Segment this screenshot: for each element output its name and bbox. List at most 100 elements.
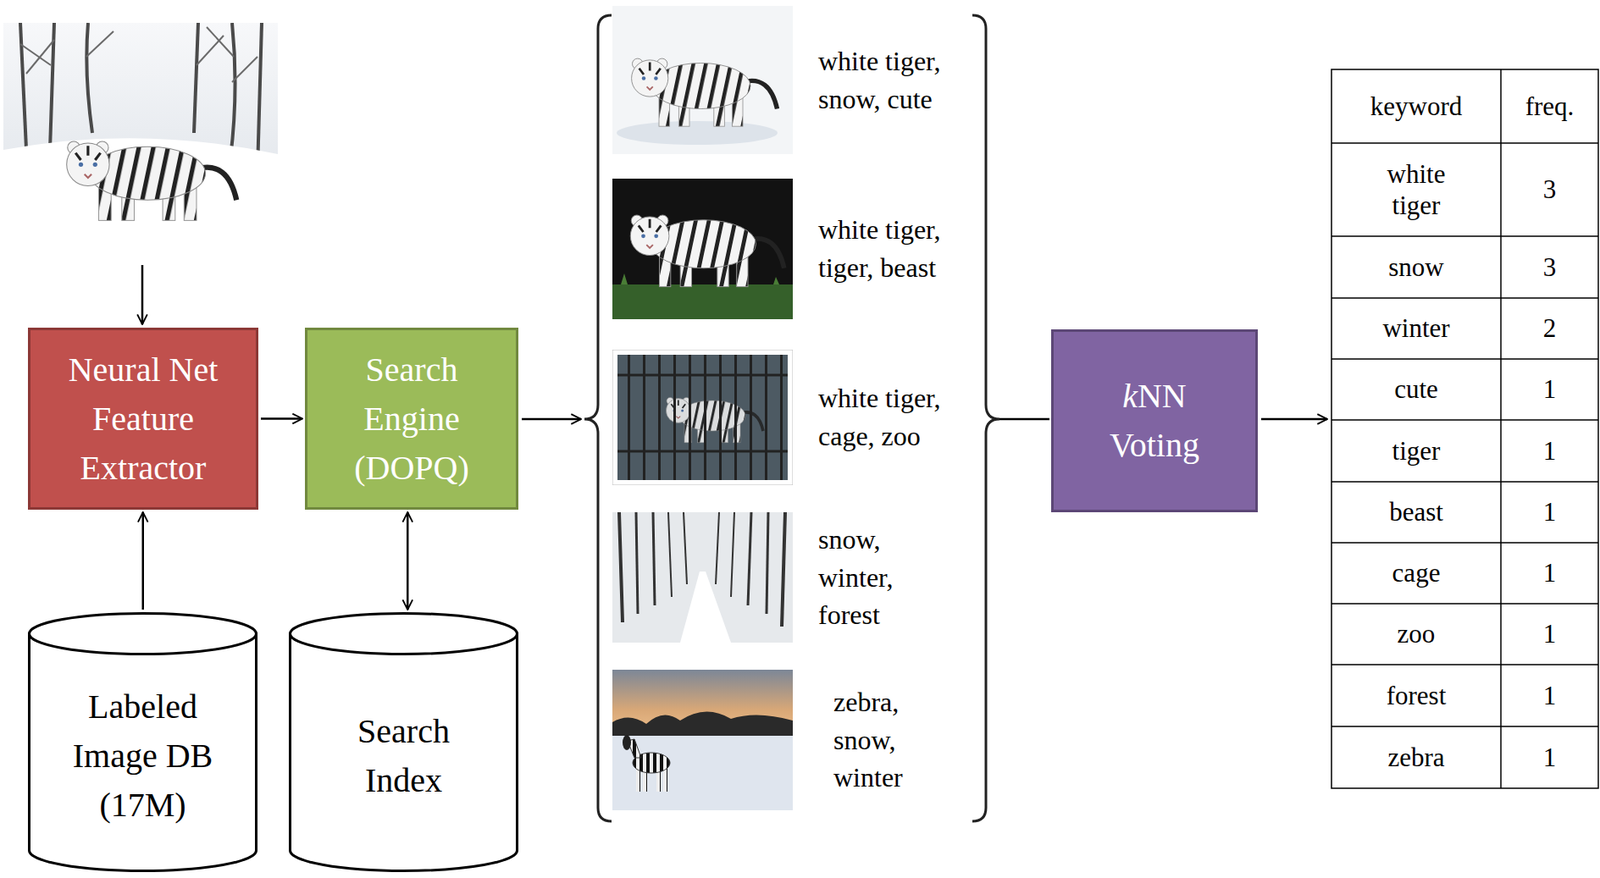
table-cell-slot: 3: [1504, 238, 1595, 296]
neighbor-photo: [781, 512, 786, 627]
flow-arrows: [521, 418, 582, 421]
table-cell: 1: [1543, 618, 1557, 650]
table-cell-slot: snow: [1334, 238, 1498, 296]
neighbor-photo: [612, 512, 793, 643]
table-cell: winter: [1382, 312, 1450, 344]
table-cell: 3: [1543, 173, 1557, 205]
neighbor-photo: [630, 215, 784, 288]
node-label: Labeled Image DB (17M): [58, 682, 228, 831]
query-photo: [66, 141, 238, 221]
cylinder-body: [29, 634, 257, 872]
table-cell-slot: freq.: [1504, 71, 1595, 141]
table-cell-slot: 1: [1504, 422, 1595, 480]
table-cell-slot: zoo: [1334, 606, 1498, 663]
neighbor-photo: [612, 178, 793, 320]
table-cell-slot: zebra: [1334, 729, 1498, 787]
query-photo: [3, 138, 278, 230]
neighbor-photo: [612, 349, 793, 486]
cylinder-body: [290, 634, 518, 872]
query-photo: [3, 22, 278, 230]
table-cell-slot: forest: [1334, 667, 1498, 725]
keyword-caption: white tiger, cage, zoo: [818, 379, 967, 456]
keyword-caption: zebra, snow, winter: [833, 683, 927, 798]
connector: [260, 417, 303, 421]
keyword-caption-slot: white tiger, snow, cute: [818, 5, 967, 155]
table-cell-slot: 1: [1504, 729, 1595, 787]
neighbor-photo: [612, 736, 793, 811]
bracket: [972, 15, 1000, 822]
table-cell: 3: [1543, 251, 1557, 283]
query-photo: [26, 39, 55, 74]
table-cell: 1: [1543, 741, 1557, 774]
table-grid: [1500, 69, 1502, 789]
keyword-caption: white tiger, tiger, beast: [818, 210, 967, 288]
neighbor-photo: [715, 512, 720, 585]
flow-arrows: [141, 265, 144, 325]
neighbor-photo: [680, 571, 731, 643]
table-cell-slot: winter: [1334, 300, 1498, 357]
query-photo: [86, 22, 93, 133]
keyword-caption-slot: white tiger, tiger, beast: [818, 178, 967, 320]
process-box: Neural Net Feature Extractor: [27, 327, 259, 510]
cylinder-top: [29, 614, 257, 655]
query-photo: [257, 22, 262, 172]
query-photo: [86, 31, 114, 57]
table-cell: snow: [1388, 251, 1444, 283]
neighbor-photo: [612, 284, 793, 320]
neighbor-photo: [636, 512, 638, 615]
flow-arrows: [1261, 418, 1328, 421]
query-photo: [20, 27, 258, 83]
query-photo: [193, 22, 199, 133]
table-cell: 1: [1543, 373, 1557, 405]
neighbor-photo: [612, 669, 793, 811]
table-cell: 2: [1543, 312, 1557, 344]
bracket: [584, 15, 612, 822]
table-cell-slot: 2: [1504, 300, 1595, 357]
database-cylinder: Search Index: [288, 612, 519, 873]
neighbor-photo: [620, 271, 780, 285]
cylinder-top: [290, 614, 518, 655]
table-cell: 1: [1543, 435, 1557, 467]
table-cell: freq.: [1525, 90, 1575, 122]
table-cell-slot: 1: [1504, 545, 1595, 602]
neighbor-photo: [668, 512, 672, 598]
table-cell: beast: [1389, 496, 1444, 528]
neighbor-photo: [622, 735, 632, 751]
neighbor-photo: [622, 735, 670, 792]
node-label: Search Index: [340, 707, 468, 806]
table-grid: [1331, 143, 1599, 727]
node-label: kNN Voting: [1082, 371, 1227, 471]
neighbor-photo: [612, 669, 793, 738]
neighbor-photo: [619, 512, 786, 627]
query-photo: [20, 44, 51, 66]
database-cylinder: Labeled Image DB (17M): [27, 612, 258, 873]
neighbor-photo: [619, 512, 623, 623]
table-cell-slot: cage: [1334, 545, 1498, 602]
neighbor-photo: [612, 349, 793, 486]
keyword-caption-slot: zebra, snow, winter: [833, 669, 927, 811]
table-cell-slot: white tiger: [1334, 145, 1498, 234]
table-grid: [1331, 69, 1599, 789]
table-cell-slot: 1: [1504, 484, 1595, 541]
table-cell-slot: 3: [1504, 145, 1595, 234]
keyword-caption-slot: white tiger, cage, zoo: [818, 349, 967, 486]
table-cell-slot: tiger: [1334, 422, 1498, 480]
table-cell-slot: keyword: [1334, 71, 1498, 141]
table-cell: 1: [1543, 680, 1557, 712]
neighbor-photo: [683, 512, 687, 585]
table-cell: zoo: [1397, 618, 1436, 650]
neighbor-photo: [617, 354, 788, 481]
neighbor-photo: [612, 711, 793, 738]
neighbor-photo: [617, 354, 788, 481]
table-cell-slot: 1: [1504, 606, 1595, 663]
table-cell-slot: beast: [1334, 484, 1498, 541]
neighbor-photo: [653, 512, 655, 606]
table-cell: forest: [1386, 680, 1447, 712]
flow-arrows: [999, 418, 1050, 421]
keyword-caption-slot: snow, winter, forest: [818, 512, 912, 643]
query-photo: [230, 22, 236, 159]
connector: [142, 512, 145, 610]
neighbor-photo: [766, 512, 769, 615]
neighbor-photo: [747, 512, 752, 606]
